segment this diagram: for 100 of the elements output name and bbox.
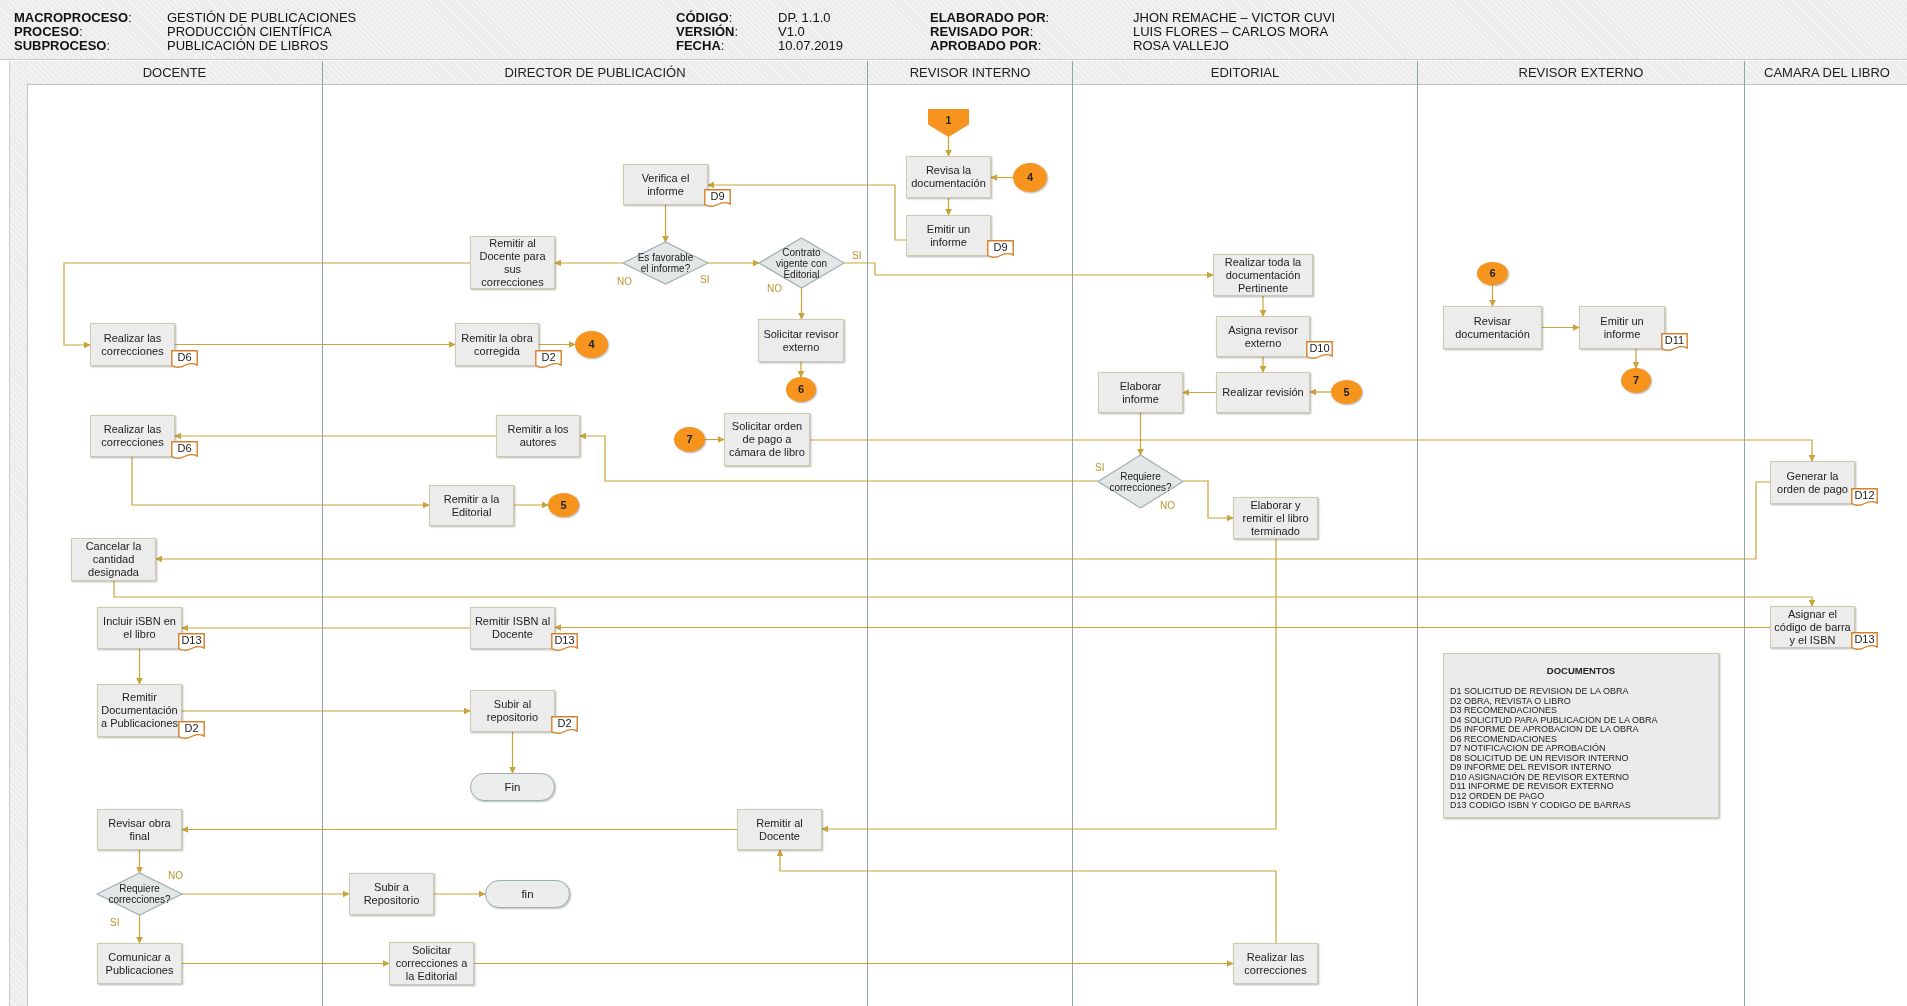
terminator: Fin — [470, 773, 555, 801]
document-tag: D2 — [551, 716, 578, 734]
process-box: Revisar obra final — [97, 809, 182, 850]
process-box: Revisa la documentación — [906, 156, 991, 198]
process-box: Generar la orden de pago — [1770, 461, 1855, 504]
process-box: Remitir al Docente — [737, 809, 822, 850]
connector-arrow — [707, 181, 907, 241]
edge-label: NO — [1160, 500, 1175, 511]
field-value: V1.0 — [778, 24, 805, 39]
connector-circle: 7 — [1621, 368, 1651, 393]
panel-heading: DOCUMENTOS — [1546, 664, 1616, 677]
connector-arrow — [579, 432, 1099, 482]
connector-arrow — [433, 890, 486, 898]
process-box: Emitir un informe — [1579, 306, 1665, 349]
process-box: Cancelar la cantidad designada — [71, 538, 156, 581]
connector-circle: 6 — [786, 377, 816, 402]
process-box: Realizar las correcciones — [90, 323, 175, 366]
lane-header: EDITORIAL — [1073, 61, 1417, 85]
connector-arrow — [1137, 412, 1144, 456]
process-box: Elaborar y remitir el libro terminado — [1233, 497, 1318, 539]
documents-panel — [1443, 653, 1719, 818]
connector-arrow — [1541, 324, 1580, 331]
document-tag: D10 — [1306, 341, 1333, 359]
document-entry: D7 NOTIFICACION DE APROBACIÓN — [1450, 744, 1606, 754]
connector-arrow — [513, 501, 549, 509]
process-box: Subir a Repositorio — [349, 873, 434, 915]
connector-arrow — [181, 890, 350, 898]
process-box: Solicitar correcciones a la Editorial — [389, 942, 474, 985]
document-entry: D13 CODIGO ISBN Y CODIGO DE BARRAS — [1450, 801, 1631, 811]
document-tag: D13 — [1851, 632, 1878, 650]
process-box: Remitir Documentación a Publicaciones — [97, 684, 182, 737]
field-label: PROCESO: — [14, 24, 83, 39]
connector-circle: 5 — [548, 493, 579, 517]
connector-arrow — [945, 197, 952, 216]
connector-arrow — [554, 624, 1771, 631]
connector-arrow — [1259, 295, 1267, 317]
field-value: PRODUCCIÓN CIENTÍFICA — [167, 24, 332, 39]
connector-arrow — [1489, 284, 1496, 307]
connector-arrow — [509, 731, 516, 774]
document-entry: D2 OBRA, REVISTA O LIBRO — [1450, 696, 1571, 706]
document-tag: D13 — [551, 633, 578, 651]
process-box: Elaborar informe — [1098, 372, 1183, 413]
connector-arrow — [990, 174, 1014, 181]
connector-arrow — [136, 648, 143, 685]
connector-arrow — [136, 849, 143, 874]
document-entry: D5 INFORME DE APROBACION DE LA OBRA — [1450, 725, 1639, 735]
connector-circle: 4 — [575, 331, 608, 358]
connector-arrow — [131, 456, 430, 509]
connector-arrow — [63, 262, 471, 349]
connector-arrow — [113, 580, 1816, 607]
edge-label: SI — [852, 250, 862, 261]
document-entry: D10 ASIGNACIÓN DE REVISOR EXTERNO — [1450, 772, 1630, 782]
connector-arrow — [797, 361, 805, 378]
document-tag: D13 — [178, 633, 205, 651]
connector-arrow — [473, 960, 1234, 967]
field-label: FECHA: — [676, 38, 725, 53]
field-label: MACROPROCESO: — [14, 10, 132, 25]
connector-arrow — [181, 707, 471, 715]
swimlane — [27, 61, 323, 1006]
connector-arrow — [181, 960, 390, 967]
process-box: Realizar toda la documentación Pertinente — [1213, 254, 1313, 296]
document-tag: D11 — [1661, 333, 1688, 351]
connector-arrow — [174, 341, 456, 348]
field-label: ELABORADO POR: — [930, 10, 1050, 25]
offpage-connector: 1 — [928, 109, 969, 137]
field-value: LUIS FLORES – CARLOS MORA — [1133, 24, 1329, 39]
connector-arrow — [136, 914, 143, 944]
field-label: SUBPROCESO: — [14, 38, 111, 53]
field-label: APROBADO POR: — [930, 38, 1042, 53]
process-box: Verifica el informe — [623, 164, 708, 205]
edge-label: SI — [700, 274, 710, 285]
document-tag: D6 — [171, 441, 198, 459]
process-box: Solicitar orden de pago a cámara de libro — [724, 413, 810, 466]
process-box: Realizar revisión — [1216, 372, 1310, 413]
connector-arrow — [821, 538, 1277, 833]
connector-circle: 7 — [674, 427, 705, 452]
process-box: Emitir un informe — [906, 215, 991, 256]
connector-arrow — [809, 439, 1816, 462]
connector-arrow — [798, 287, 805, 320]
connector-arrow — [181, 826, 738, 833]
document-entry: D3 RECOMENDACIONES — [1450, 706, 1557, 716]
edge-label: NO — [617, 276, 632, 287]
document-entry: D8 SOLICITUD DE UN REVISOR INTERNO — [1450, 753, 1629, 763]
document-entry: D11 INFORME DE REVISOR EXTERNO — [1450, 782, 1614, 792]
field-value: ROSA VALLEJO — [1133, 38, 1229, 53]
connector-arrow — [1182, 480, 1234, 522]
process-box: Remitir al Docente para sus correcciones — [470, 236, 555, 289]
document-tag: D9 — [704, 189, 731, 207]
connector-arrow — [155, 481, 1771, 563]
field-value: DP. 1.1.0 — [778, 10, 831, 25]
process-box: Revisar documentación — [1443, 306, 1542, 349]
document-entry: D6 RECOMENDACIONES — [1450, 734, 1557, 744]
process-box: Realizar las correcciones — [90, 415, 175, 457]
document-tag: D12 — [1851, 488, 1878, 506]
process-box: Subir al repositorio — [470, 690, 555, 732]
process-box: Incluir iSBN en el libro — [97, 607, 182, 649]
lane-header: REVISOR EXTERNO — [1418, 61, 1744, 85]
process-box: Solicitar revisor externo — [758, 319, 844, 362]
field-value: JHON REMACHE – VICTOR CUVI — [1133, 10, 1335, 25]
connector-circle: 5 — [1331, 380, 1362, 404]
